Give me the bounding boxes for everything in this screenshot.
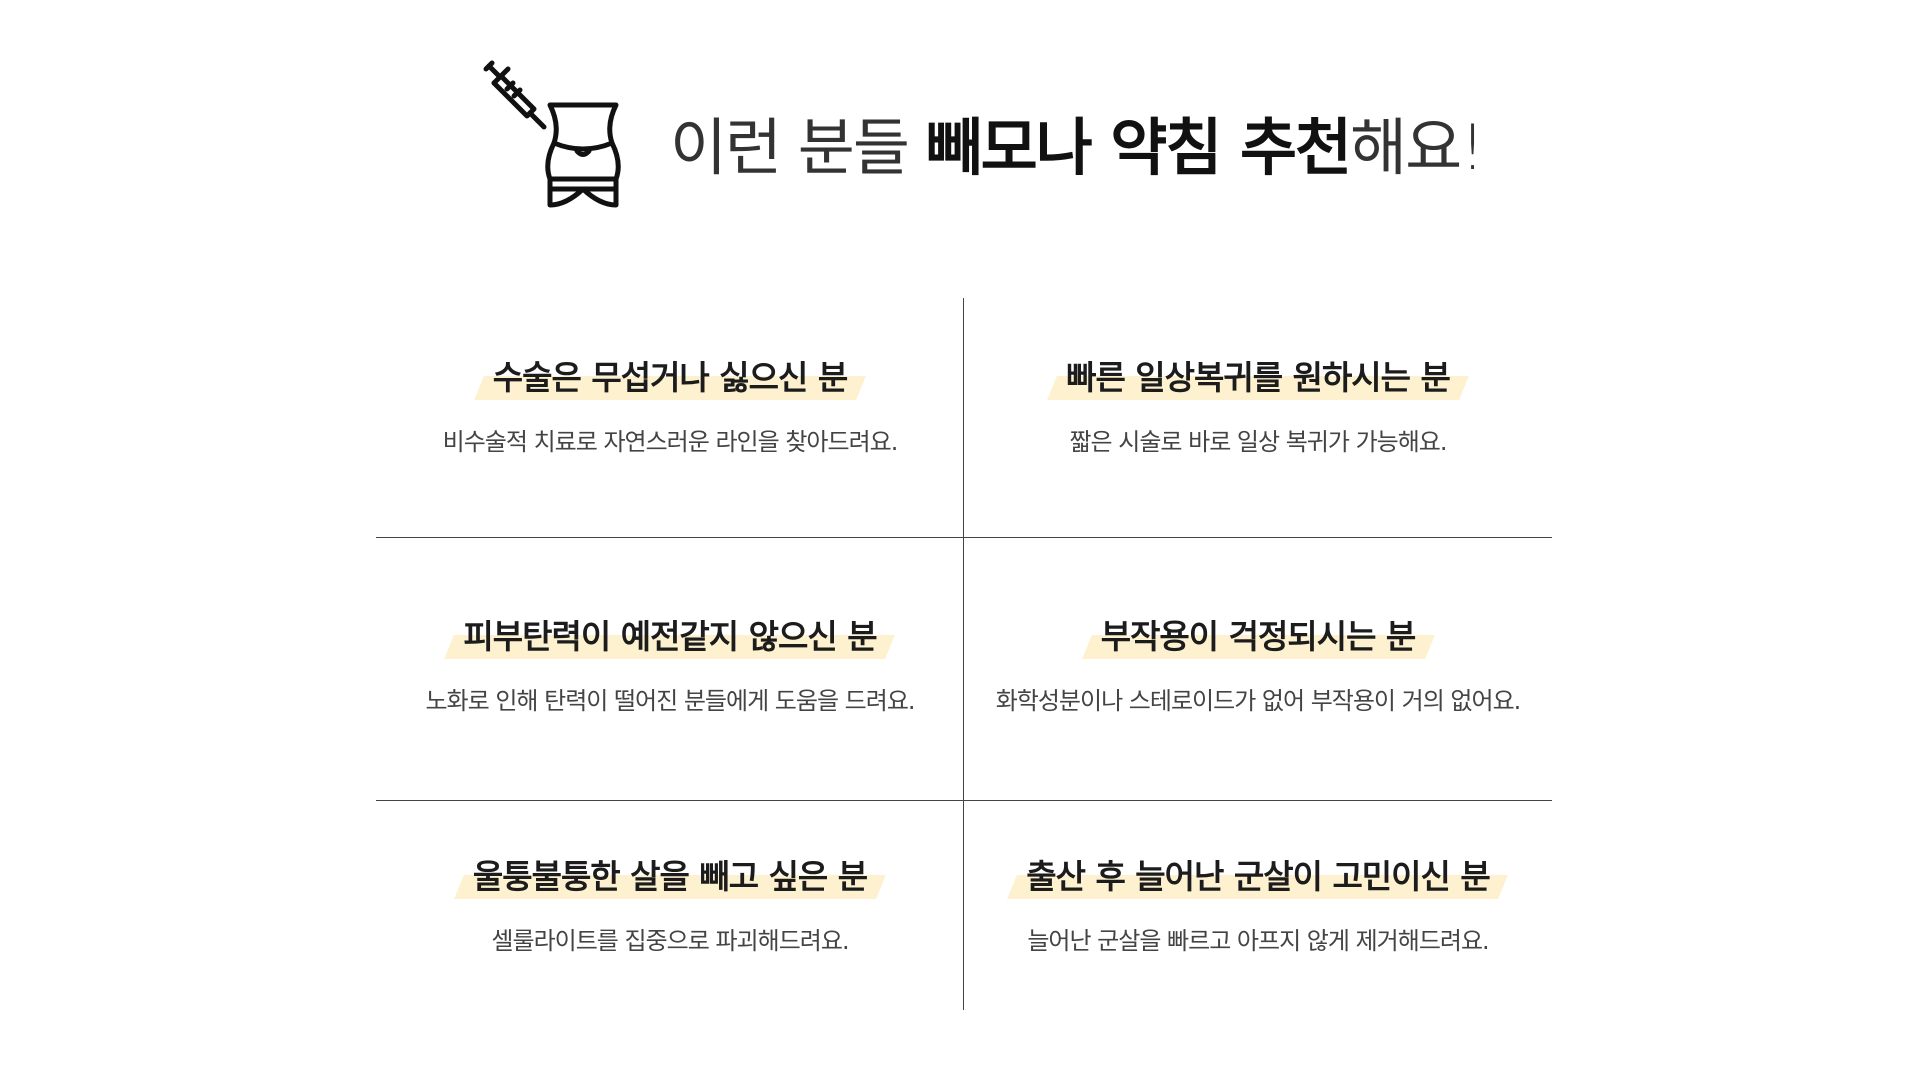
- recommendation-description: 비수술적 치료로 자연스러운 라인을 찾아드려요.: [442, 428, 899, 456]
- recommendation-title: 수술은 무섭거나 싫으신 분: [493, 356, 848, 400]
- grid-divider-horizontal: [376, 537, 1552, 538]
- recommendation-description: 늘어난 군살을 빠르고 아프지 않게 제거해드려요.: [1027, 927, 1489, 955]
- belly-injection-icon: [483, 60, 621, 208]
- recommendation-item: 수술은 무섭거나 싫으신 분 비수술적 치료로 자연스러운 라인을 찾아드려요.: [376, 356, 964, 458]
- recommendation-title: 빠른 일상복귀를 원하시는 분: [1066, 356, 1451, 400]
- recommendation-item: 빠른 일상복귀를 원하시는 분 짧은 시술로 바로 일상 복귀가 가능해요.: [964, 356, 1552, 458]
- headline-prefix: 이런 분들: [670, 111, 926, 184]
- recommendation-description: 짧은 시술로 바로 일상 복귀가 가능해요.: [1069, 428, 1447, 456]
- recommendation-title: 피부탄력이 예전같지 않으신 분: [463, 615, 877, 659]
- grid-divider-horizontal: [376, 800, 1552, 801]
- recommendation-title: 부작용이 걱정되시는 분: [1101, 615, 1417, 659]
- headline: 이런 분들 빼모나 약침 추천해요!: [670, 108, 1485, 188]
- headline-suffix: 해요!: [1350, 111, 1485, 184]
- recommendation-description: 셀룰라이트를 집중으로 파괴해드려요.: [491, 927, 849, 955]
- recommendation-description: 노화로 인해 탄력이 떨어진 분들에게 도움을 드려요.: [425, 687, 915, 715]
- recommendation-item: 울퉁불퉁한 살을 빼고 싶은 분 셀룰라이트를 집중으로 파괴해드려요.: [376, 855, 964, 957]
- recommendation-grid: 수술은 무섭거나 싫으신 분 비수술적 치료로 자연스러운 라인을 찾아드려요.…: [376, 298, 1552, 1010]
- recommendation-title: 울퉁불퉁한 살을 빼고 싶은 분: [473, 855, 868, 899]
- grid-divider-vertical: [963, 298, 964, 1010]
- headline-highlight: 빼모나 약침 추천: [926, 108, 1352, 188]
- recommendation-item: 출산 후 늘어난 군살이 고민이신 분 늘어난 군살을 빠르고 아프지 않게 제…: [964, 855, 1552, 957]
- recommendation-item: 피부탄력이 예전같지 않으신 분 노화로 인해 탄력이 떨어진 분들에게 도움을…: [376, 615, 964, 717]
- recommendation-item: 부작용이 걱정되시는 분 화학성분이나 스테로이드가 없어 부작용이 거의 없어…: [964, 615, 1552, 717]
- recommendation-description: 화학성분이나 스테로이드가 없어 부작용이 거의 없어요.: [995, 687, 1522, 715]
- header: 이런 분들 빼모나 약침 추천해요!: [0, 0, 1920, 230]
- recommendation-title: 출산 후 늘어난 군살이 고민이신 분: [1026, 855, 1490, 899]
